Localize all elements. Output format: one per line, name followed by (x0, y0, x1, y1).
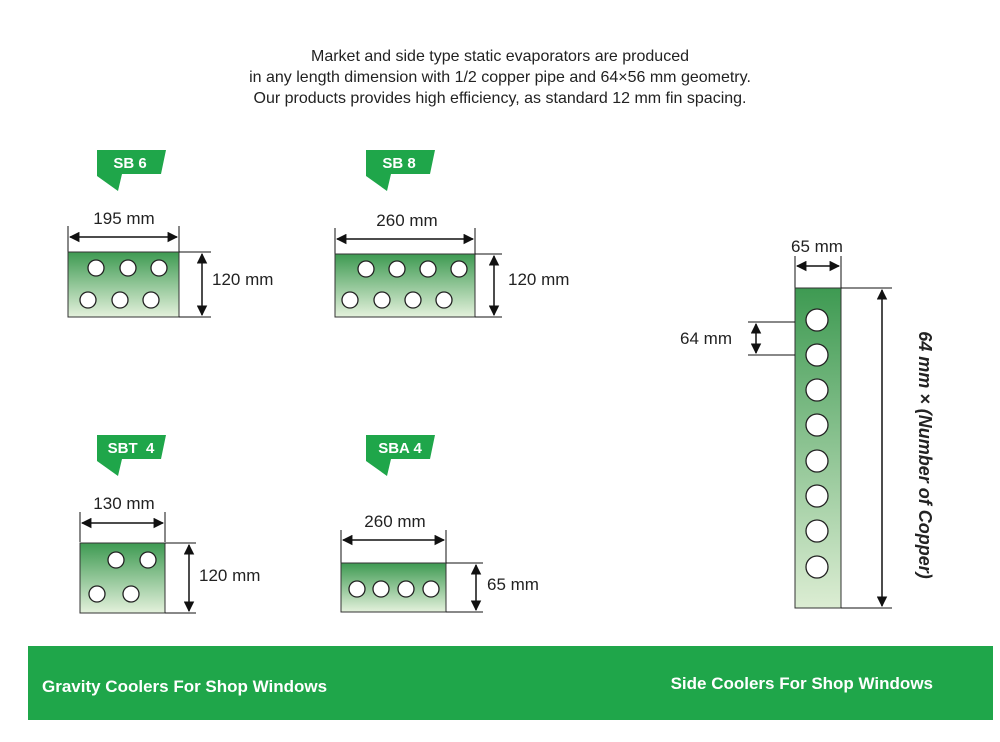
width-label-sb6: 195 mm (93, 209, 154, 228)
height-label-sbt4: 120 mm (199, 566, 260, 585)
model-sb6: SB 6 195 mm 120 mm (67, 150, 273, 318)
model-name-sb8: SB 8 (382, 155, 415, 172)
footer-left-title: Gravity Coolers For Shop Windows (42, 677, 328, 696)
side-cooler: 65 mm 64 mm 64 mm × (Number of Copper) (680, 237, 935, 609)
height-label-sba4: 65 mm (487, 575, 539, 594)
pipe-holes-sba4 (348, 580, 440, 598)
intro-line-3: Our products provides high efficiency, a… (253, 90, 747, 107)
intro-line-2: in any length dimension with 1/2 copper … (249, 69, 751, 86)
label-tag-sba4: SBA 4 (366, 435, 435, 476)
width-label-sbt4: 130 mm (93, 494, 154, 513)
pipe-holes-sbt4 (88, 551, 157, 603)
model-name-sbt4: SBT 4 (108, 440, 155, 457)
height-label-sb8: 120 mm (508, 270, 569, 289)
model-name-sba4: SBA 4 (378, 440, 422, 457)
model-sba4: SBA 4 260 mm 65 mm (340, 435, 539, 613)
label-tag-sb6: SB 6 (97, 150, 166, 191)
height-label-side: 64 mm × (Number of Copper) (915, 331, 935, 579)
pitch-label-side: 64 mm (680, 329, 732, 348)
width-label-sb8: 260 mm (376, 211, 437, 230)
intro-text: Market and side type static evaporators … (0, 46, 1000, 109)
footer-banner: Gravity Coolers For Shop Windows Side Co… (28, 646, 993, 720)
pipe-holes-sb8 (341, 260, 468, 309)
label-tag-sb8: SB 8 (366, 150, 435, 191)
pipe-holes-sb6 (79, 259, 168, 309)
width-label-side: 65 mm (791, 237, 843, 256)
footer-right-title: Side Coolers For Shop Windows (670, 674, 933, 693)
width-label-sba4: 260 mm (364, 512, 425, 531)
model-sb8: SB 8 260 mm 120 mm (334, 150, 569, 318)
label-tag-sbt4: SBT 4 (97, 435, 166, 476)
model-sbt4: SBT 4 130 mm 120 mm (79, 435, 260, 614)
intro-line-1: Market and side type static evaporators … (311, 48, 689, 65)
model-name-sb6: SB 6 (113, 155, 146, 172)
fin-block-side (794, 287, 842, 609)
height-label-sb6: 120 mm (212, 270, 273, 289)
pipe-holes-side (805, 308, 829, 579)
